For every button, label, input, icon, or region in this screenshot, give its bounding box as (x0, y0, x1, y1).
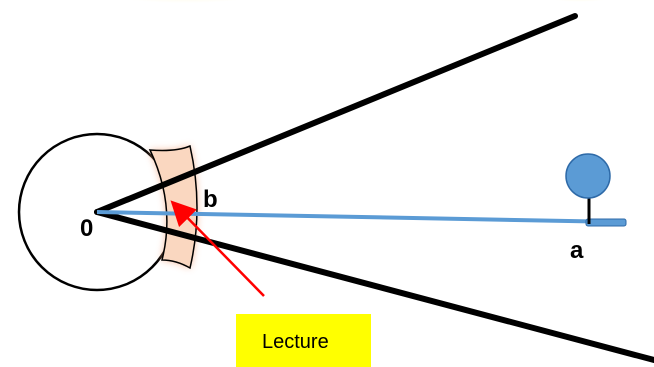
lower-boundary-line (94, 209, 654, 363)
scale-arc (148, 144, 198, 270)
top-left-glow (100, 0, 270, 16)
lecture-arrow (170, 200, 265, 297)
target-ball (565, 153, 611, 199)
lecture-label: Lecture (262, 331, 329, 353)
lecture-box (236, 314, 371, 367)
label-origin: 0 (80, 215, 93, 242)
top-right-glow (540, 0, 620, 10)
label-b: b (203, 186, 218, 213)
label-a: a (570, 237, 584, 264)
upper-boundary-line (94, 13, 578, 215)
target-base (585, 218, 627, 227)
